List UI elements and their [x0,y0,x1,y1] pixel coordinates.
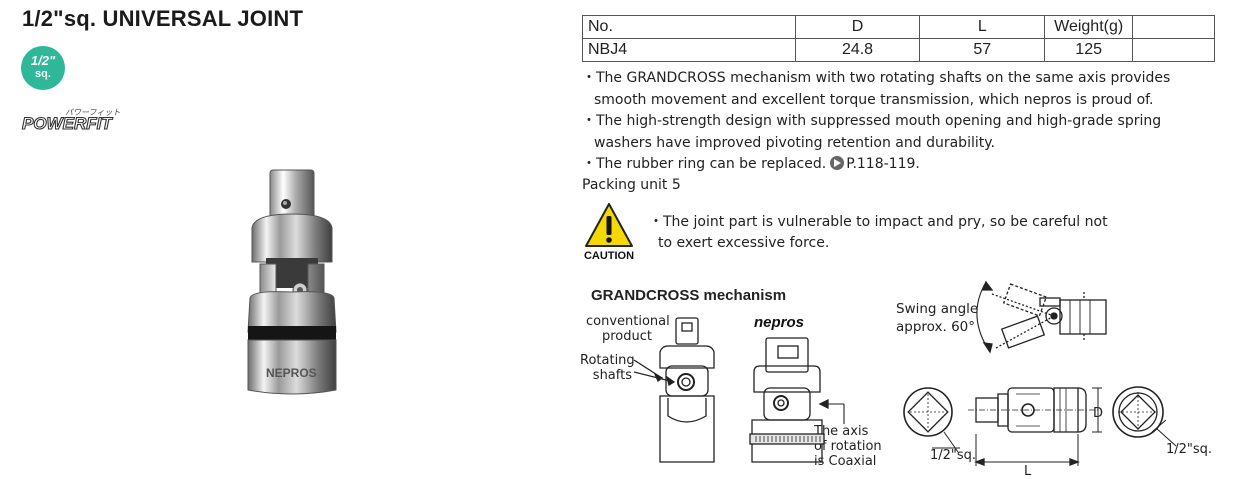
feature-list: ・The GRANDCROSS mechanism with two rotat… [582,68,1222,176]
side-view-drawing [968,387,1102,466]
spec-table: No. D L Weight(g) NBJ4 24.8 57 125 [582,15,1215,62]
cell-d: 24.8 [794,38,921,62]
square-drive-left-label: 1/2"sq. [930,448,976,463]
swing-angle-drawing [976,280,1107,354]
col-header-d: D [794,15,921,39]
col-header-l: L [919,15,1046,39]
square-drive-right-label: 1/2"sq. [1166,442,1212,457]
axis-note-line2: of rotation [814,439,882,454]
table-header-row: No. D L Weight(g) [582,15,1215,39]
rotating-shafts-label: Rotating shafts [580,353,635,383]
col-header-weight: Weight(g) [1044,15,1134,39]
swing-label-line1: Swing angle [896,301,979,317]
table-row: NBJ4 24.8 57 125 [582,38,1215,62]
conventional-product-drawing [633,317,715,463]
end-view-right-drawing [1112,386,1177,447]
feature-item: ・The GRANDCROSS mechanism with two rotat… [582,70,1171,108]
conventional-label-line2: product [601,329,652,344]
feature-item-text: ・The rubber ring can be replaced. [582,156,827,172]
powerfit-katakana: パワーフィット [65,108,120,117]
dimension-d-label: D [1093,406,1103,421]
page-ref-arrow-icon [830,156,845,170]
caution-label: CAUTION [584,250,634,262]
feature-item: ・The rubber ring can be replaced. P.118-1… [582,154,1222,176]
powerfit-logo: パワーフィット POWERFIT [21,108,120,132]
rotating-label-line1: Rotating [580,353,635,368]
size-badge: 1/2" sq. [21,46,65,90]
axis-note-line3: is Coaxial [814,454,877,469]
cell-extra [1132,38,1215,62]
cell-weight: 125 [1044,38,1134,62]
swing-angle-label: Swing angle approx. 60° [896,300,978,336]
dimension-l-label: L [1024,464,1032,479]
swing-label-line2: approx. 60° [896,319,976,335]
page-title: 1/2"sq. UNIVERSAL JOINT [22,6,304,31]
diagram-title: GRANDCROSS mechanism [591,287,787,304]
cell-l: 57 [919,38,1046,62]
conventional-label-line1: conventional [586,314,670,329]
rotating-label-line2: shafts [592,368,632,383]
col-header-no: No. [582,15,796,39]
end-view-left-drawing [903,387,960,453]
caution-warning-icon: CAUTION [584,203,634,262]
powerfit-wordmark: POWERFIT [22,114,113,132]
caution-text: ・The joint part is vulnerable to impact … [649,214,1108,251]
packing-unit: Packing unit 5 [582,177,681,193]
cell-no: NBJ4 [582,38,796,62]
conventional-label: conventional product [586,314,670,344]
size-badge-line2: sq. [35,68,51,80]
nepros-logo: nepros [754,314,804,331]
size-badge-line1: 1/2" [30,53,56,68]
product-photo: NEPROS [247,169,337,395]
axis-note-label: The axis of rotation is Coaxial [814,424,882,469]
nepros-product-drawing [749,337,845,463]
axis-note-line1: The axis [814,424,869,439]
page-ref-link[interactable]: P.118-119. [846,156,920,172]
photo-nepros-mark: NEPROS [266,366,317,380]
feature-item: ・The high-strength design with suppresse… [582,113,1162,151]
